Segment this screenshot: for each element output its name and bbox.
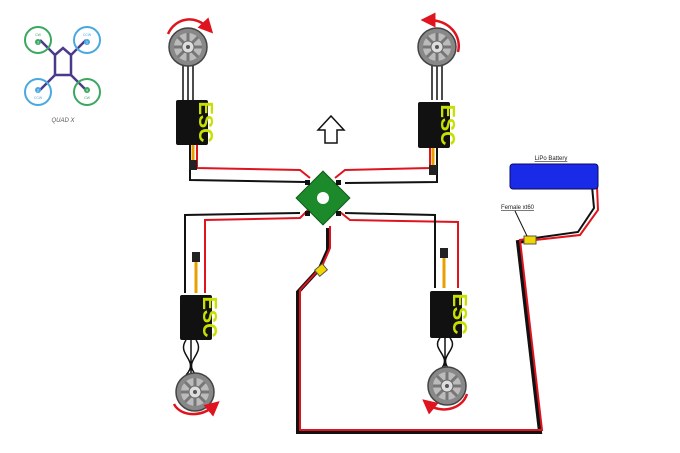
esc-label: ESC (448, 293, 470, 334)
quad-motor-dir: CW (84, 96, 91, 100)
rotation-arrow-icons (166, 12, 469, 417)
quad-motor-dir: CCW (83, 33, 92, 37)
battery-xt60-connector (523, 235, 537, 245)
quad-motor-num: 4 (86, 89, 88, 93)
motor-top-left (167, 26, 209, 68)
motor-bottom-left (174, 371, 216, 413)
battery-label: LiPo Battery (535, 156, 568, 162)
motor-bottom-right (426, 365, 468, 407)
main-power-wire (296, 185, 600, 434)
power-distribution-board (295, 170, 351, 226)
pdb-xt60-connector (313, 263, 329, 277)
esc-label: ESC (198, 296, 220, 337)
forward-arrow-icon (316, 114, 346, 144)
connector-label: Female xt60 (501, 205, 535, 211)
quad-motor-dir: CW (35, 33, 42, 37)
esc-label: ESC (194, 101, 216, 142)
esc-wires (184, 145, 459, 293)
quad-motor-num: 2 (37, 89, 39, 93)
esc-bottom-left: ESC (180, 295, 220, 340)
quad-x-icon: CW CCW CCW CW 3 1 2 4 QUAD X (24, 26, 101, 124)
motor-top-right (416, 26, 458, 68)
esc-top-right: ESC (418, 102, 458, 148)
quad-x-caption: QUAD X (51, 118, 75, 124)
connector-pointer (514, 210, 528, 237)
quad-motor-dir: CCW (34, 96, 43, 100)
quad-motor-num: 1 (86, 41, 88, 45)
esc-bottom-right: ESC (430, 291, 470, 338)
signal-plugs (189, 160, 448, 262)
lipo-battery: LiPo Battery (509, 156, 599, 190)
quad-motor-num: 3 (37, 41, 39, 45)
esc-label: ESC (436, 104, 458, 145)
esc-top-left: ESC (176, 100, 216, 145)
